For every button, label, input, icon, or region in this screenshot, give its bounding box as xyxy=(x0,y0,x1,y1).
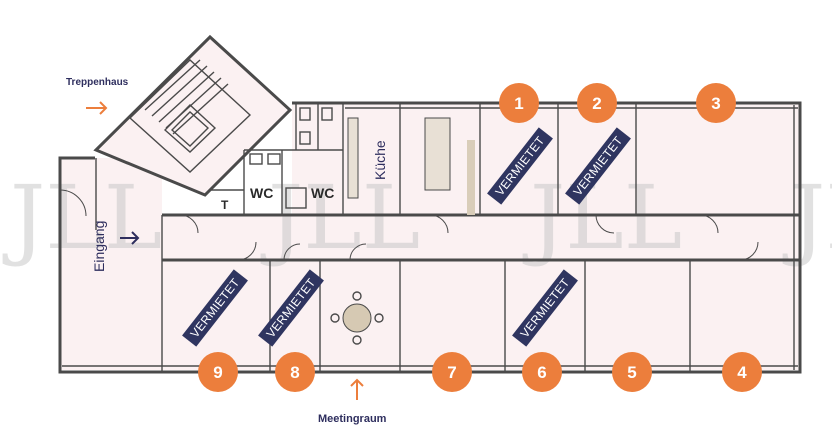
unit-badge-3[interactable]: 3 xyxy=(696,83,736,123)
unit-badge-1[interactable]: 1 xyxy=(499,83,539,123)
watermark: JLL xyxy=(522,166,682,269)
unit-number: 4 xyxy=(737,363,747,382)
unit-badge-8[interactable]: 8 xyxy=(275,352,315,392)
unit-badge-5[interactable]: 5 xyxy=(612,352,652,392)
watermark-group: JLL JLL JLL JLL xyxy=(2,166,832,269)
meeting-room-label: Meetingraum xyxy=(318,413,387,425)
wc-fixtures xyxy=(249,107,333,209)
unit-number: 1 xyxy=(514,94,523,113)
watermark: JLL xyxy=(2,166,162,269)
unit-number: 7 xyxy=(447,363,456,382)
unit-number: 9 xyxy=(213,363,222,382)
kitchen-label: Küche xyxy=(372,140,388,180)
entrance-arrow-icon xyxy=(120,231,140,245)
watermark: JLL xyxy=(260,166,420,269)
wc-left-label: WC xyxy=(250,185,273,201)
unit-badge-7[interactable]: 7 xyxy=(432,352,472,392)
unit-number: 2 xyxy=(592,94,601,113)
meeting-arrow-icon xyxy=(350,378,364,400)
staircase xyxy=(128,59,252,173)
unit-number: 6 xyxy=(537,363,546,382)
unit-badge-2[interactable]: 2 xyxy=(577,83,617,123)
unit-badge-4[interactable]: 4 xyxy=(722,352,762,392)
unit-number: 8 xyxy=(290,363,299,382)
meeting-table xyxy=(330,291,384,345)
unit-badge-9[interactable]: 9 xyxy=(198,352,238,392)
unit-number: 5 xyxy=(627,363,636,382)
unit-number: 3 xyxy=(711,94,720,113)
staircase-arrow-icon xyxy=(86,101,108,115)
t-label: T xyxy=(221,198,229,212)
doors xyxy=(59,189,759,261)
staircase-label: Treppenhaus xyxy=(66,77,129,88)
wc-right-label: WC xyxy=(311,185,334,201)
unit-badge-6[interactable]: 6 xyxy=(522,352,562,392)
kitchen-furniture xyxy=(347,117,475,215)
watermark: JLL xyxy=(782,166,832,269)
entrance-label: Eingang xyxy=(91,221,107,272)
